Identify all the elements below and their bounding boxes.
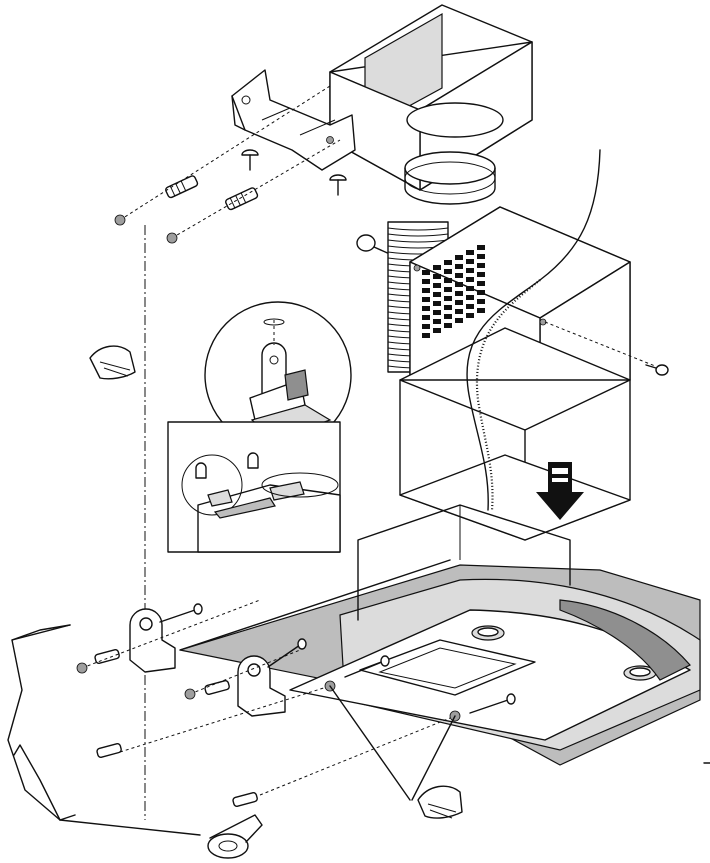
guide-line: [119, 685, 331, 753]
vent-slot: [455, 291, 463, 296]
wall-outline: [11, 624, 76, 821]
vent-slot: [455, 318, 463, 323]
duct-rib: [387, 227, 449, 231]
vent-slot: [466, 304, 474, 309]
screw-icon: [159, 603, 516, 714]
vent-slot: [422, 297, 430, 302]
duct-collar-icon: [404, 151, 496, 205]
duct-opening-icon: [406, 102, 504, 138]
vent-slot: [433, 301, 441, 306]
guide-line: [81, 599, 261, 669]
vent-slot: [433, 292, 441, 297]
vent-slot: [477, 299, 485, 304]
vent-slot: [477, 245, 485, 250]
guide-line: [544, 321, 656, 367]
vent-slot: [477, 272, 485, 277]
vent-slot: [422, 324, 430, 329]
guide-line: [189, 649, 301, 695]
guide-line: [171, 139, 341, 239]
vent-slot: [477, 281, 485, 286]
guide-line: [259, 715, 456, 796]
vent-slot: [455, 282, 463, 287]
chimney-icon: [399, 327, 631, 541]
wall-bracket-icon: [129, 608, 176, 673]
power-cable-icon: [466, 149, 601, 511]
vent-slot: [433, 274, 441, 279]
vent-slot: [422, 288, 430, 293]
vent-slot: [466, 268, 474, 273]
vent-slot: [444, 305, 452, 310]
vent-slot: [444, 287, 452, 292]
vent-slot: [433, 265, 441, 270]
detail-inset: [167, 421, 341, 553]
vent-slot: [444, 296, 452, 301]
screw-icon: [356, 234, 393, 256]
arrow-down-icon: [536, 462, 584, 520]
screw-icon: [241, 149, 347, 196]
vent-slot: [444, 260, 452, 265]
hand-pointer-icon: [417, 785, 463, 819]
wall-plug-icon: [94, 649, 258, 807]
drill-hole-icon: [76, 662, 88, 674]
vent-slot: [433, 328, 441, 333]
vent-slot: [466, 295, 474, 300]
vent-slot: [455, 273, 463, 278]
tape-roll-icon: [207, 814, 263, 859]
vent-slot: [455, 255, 463, 260]
hand-pointer-icon: [89, 345, 136, 380]
drill-hole-icon: [166, 232, 178, 244]
vent-slot: [455, 309, 463, 314]
vent-slot: [466, 277, 474, 282]
drill-hole-icon: [184, 688, 196, 700]
screw-icon: [645, 364, 669, 376]
vent-slot: [477, 263, 485, 268]
vent-slot: [477, 308, 485, 313]
vent-slot: [422, 279, 430, 284]
pointer-line: [329, 685, 411, 801]
vent-slot: [466, 250, 474, 255]
vent-slot: [444, 314, 452, 319]
vent-slot: [444, 269, 452, 274]
duct-rib: [387, 239, 449, 243]
vent-slot: [433, 319, 441, 324]
duct-rib: [387, 233, 449, 237]
pointer-line: [411, 715, 456, 801]
vent-slot: [466, 286, 474, 291]
vent-slot: [466, 259, 474, 264]
vent-slot: [477, 254, 485, 259]
vent-slot: [466, 313, 474, 318]
vent-grille: [422, 245, 485, 338]
vent-slot: [477, 290, 485, 295]
hood-canopy-icon: [179, 559, 701, 766]
wall-outline: [13, 744, 61, 821]
vent-slot: [422, 333, 430, 338]
vent-slot: [422, 306, 430, 311]
vent-slot: [433, 310, 441, 315]
wall-bracket-icon: [231, 69, 356, 171]
drill-hole-icon: [114, 214, 126, 226]
vent-slot: [422, 270, 430, 275]
vent-slot: [433, 283, 441, 288]
vent-slot: [455, 264, 463, 269]
vent-slot: [422, 315, 430, 320]
wall-plug-icon: [165, 175, 259, 211]
vent-slot: [444, 323, 452, 328]
vent-slot: [455, 300, 463, 305]
vent-slot: [444, 278, 452, 283]
